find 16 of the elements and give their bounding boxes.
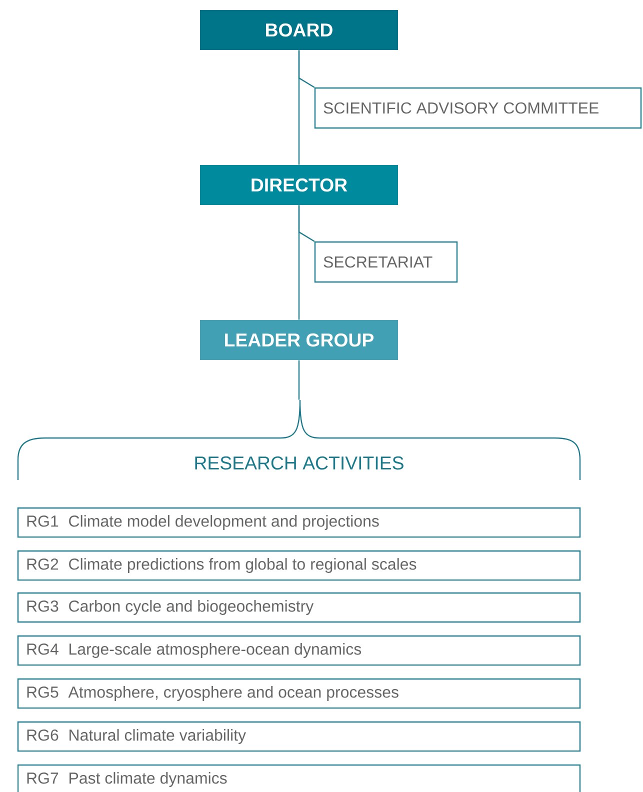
research-group-box: RG5 Atmosphere, cryosphere and ocean processes <box>17 678 581 709</box>
section-heading: RESEARCH ACTIVITIES <box>195 456 404 470</box>
research-group-box: RG3 Carbon cycle and biogeochemistry <box>17 592 581 623</box>
title-box: LEADER GROUP <box>200 320 398 360</box>
research-group-box: RG7 Past climate dynamics <box>17 764 581 792</box>
committee-box: SECRETARIAT <box>314 241 458 283</box>
research-group-box: RG2 Climate predictions from global to regional scales <box>17 550 581 581</box>
connector-line <box>298 360 300 400</box>
research-group-box: RG6 Natural climate variability <box>17 721 581 752</box>
title-box: BOARD <box>200 10 398 50</box>
connector-line <box>298 50 315 88</box>
connector-line <box>298 205 315 242</box>
committee-box: SCIENTIFIC ADVISORY COMMITTEE <box>314 87 642 129</box>
title-box: DIRECTOR <box>200 165 398 205</box>
research-group-box: RG1 Climate model development and projections <box>17 507 581 538</box>
research-group-box: RG4 Large-scale atmosphere-ocean dynamics <box>17 635 581 666</box>
